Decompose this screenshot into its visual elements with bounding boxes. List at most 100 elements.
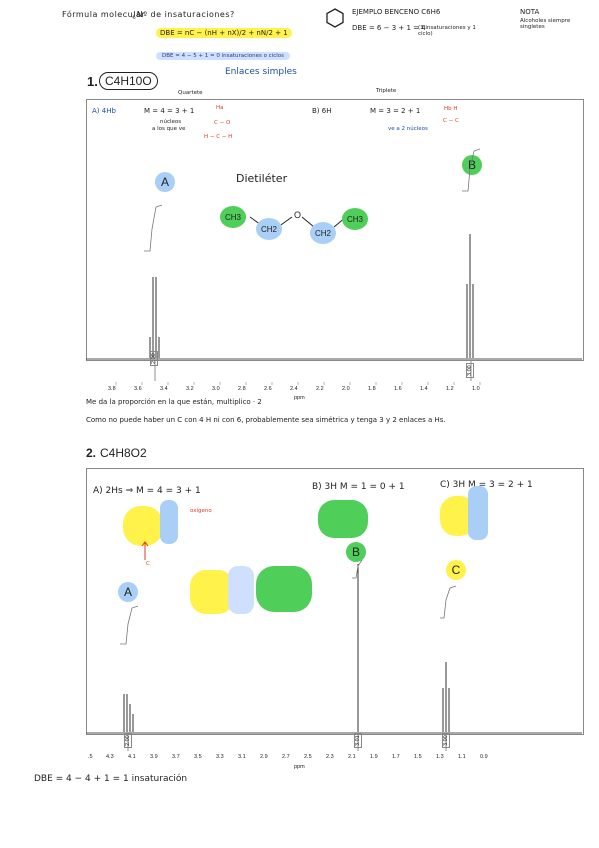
s2-c-label: C) 3H M = 3 = 2 + 1 xyxy=(440,480,533,490)
s2-integral-a: 2.00 xyxy=(124,733,132,748)
s2-integral-a xyxy=(120,605,139,645)
s1-struct-a-mid: C − O xyxy=(214,120,231,126)
s1-tick-11: 1.6 xyxy=(394,386,402,392)
s1-tick-10: 1.8 xyxy=(368,386,376,392)
quartet-label: Quartete xyxy=(178,90,203,96)
mol-ch3-right: CH3 xyxy=(342,208,368,230)
s2-tick-15: 1.5 xyxy=(414,754,422,760)
s1-tick-12: 1.4 xyxy=(420,386,428,392)
s1-note1: Me da la proporción en la que están, mul… xyxy=(86,398,262,406)
quartet-peaks xyxy=(149,277,160,358)
benzene-dbe: DBE = 6 − 3 + 1 = 4 xyxy=(352,24,426,32)
s1-a-formula: M = 4 = 3 + 1 xyxy=(144,107,195,115)
s2-oxigeno: oxígeno xyxy=(190,508,212,514)
section1-formula: C4H10O xyxy=(99,72,158,90)
s2-a-label: A) 2Hs ⇒ M = 4 = 3 + 1 xyxy=(93,486,201,496)
s2-arrow-up xyxy=(141,541,149,560)
s2-b-green-blob xyxy=(318,500,368,538)
s2-tick-9: 2.7 xyxy=(282,754,290,760)
s1-tick-0: 3.8 xyxy=(108,386,116,392)
dbe-example: DBE = 4 − 5 + 1 = 0 insaturaciones o cic… xyxy=(156,52,291,60)
s1-tick-2: 3.4 xyxy=(160,386,168,392)
enlaces-simples: Enlaces simples xyxy=(225,67,297,77)
s2-b-label: B) 3H M = 1 = 0 + 1 xyxy=(312,482,405,492)
s1-integral-right: 3.00 xyxy=(466,363,474,378)
s2-c-blue-blob xyxy=(468,486,488,540)
s1-b-note: ve a 2 núcleos xyxy=(388,126,428,132)
insaturations-question: ¿Nº de insaturaciones? xyxy=(132,10,235,19)
s2-integral-c: 3.00 xyxy=(442,733,450,748)
s2-tick-3: 3.9 xyxy=(150,754,158,760)
s2-mol-blue xyxy=(228,566,254,614)
mol-ch3-left: CH3 xyxy=(220,206,246,228)
section2-number: 2. xyxy=(86,446,97,460)
s2-c-mark: C xyxy=(146,561,150,567)
dbe-formula: DBE = nC − (nH + nX)/2 + nN/2 + 1 xyxy=(156,28,292,38)
s2-integral-c xyxy=(440,585,457,619)
s2-tick-1: 4.3 xyxy=(106,754,114,760)
section2-formula: C4H8O2 xyxy=(100,446,147,460)
s1-struct-b-mid: C − C xyxy=(443,118,459,124)
formula-label: Fórmula molecular xyxy=(62,10,146,19)
s2-tick-14: 1.7 xyxy=(392,754,400,760)
s2-tick-0: .5 xyxy=(88,754,93,760)
s1-tick-4: 3.0 xyxy=(212,386,220,392)
s1-note2: Como no puede haber un C con 4 H ni con … xyxy=(86,416,446,424)
molecule-name: Dietiléter xyxy=(236,172,288,185)
s1-axis-unit: ppm xyxy=(294,395,305,401)
s2-tick-6: 3.3 xyxy=(216,754,224,760)
s1-tick-14: 1.0 xyxy=(472,386,480,392)
s1-tick-6: 2.6 xyxy=(264,386,272,392)
s1-tick-9: 2.0 xyxy=(342,386,350,392)
benzene-dbe-note: (3 insaturaciones y 1 ciclo) xyxy=(418,25,476,37)
s1-struct-a-top: Ha xyxy=(216,105,224,111)
s2-tick-5: 3.5 xyxy=(194,754,202,760)
s2-mol-green xyxy=(256,566,312,612)
s2-tick-4: 3.7 xyxy=(172,754,180,760)
s1-tick-5: 2.8 xyxy=(238,386,246,392)
spectrum1-plot xyxy=(86,148,582,385)
benzene-example-title: EJEMPLO BENCENO C6H6 xyxy=(352,8,441,16)
s1-struct-b-top: Hb H xyxy=(444,106,458,112)
s1-tick-8: 2.2 xyxy=(316,386,324,392)
mol-ch2-left: CH2 xyxy=(256,218,282,240)
s2-a-yellow-blob xyxy=(123,506,163,546)
s2-tick-11: 2.3 xyxy=(326,754,334,760)
s2-a-blue-blob xyxy=(160,500,178,544)
spectrum2-frame xyxy=(86,468,584,735)
mol-oxygen: O xyxy=(294,210,302,220)
triplet-label: Triplete xyxy=(376,88,397,94)
benzene-icon xyxy=(326,8,344,28)
s2-integral-b xyxy=(352,559,363,579)
s2-tick-16: 1.3 xyxy=(436,754,444,760)
s1-struct-a-left: H − C − H xyxy=(204,134,233,140)
s2-quartet-peaks xyxy=(123,694,134,732)
s1-integral-left: 2.00 xyxy=(150,351,158,366)
s2-bubble-a: A xyxy=(118,582,138,602)
s2-tick-18: 0.9 xyxy=(480,754,488,760)
s2-triplet-peaks xyxy=(442,662,450,732)
nota-text: Alcoholes siempre singletes xyxy=(520,18,571,30)
s1-a-note2: a los que ve xyxy=(152,126,186,132)
s2-tick-8: 2.9 xyxy=(260,754,268,760)
s2-tick-7: 3.1 xyxy=(238,754,246,760)
mol-ch2-right: CH2 xyxy=(310,222,336,244)
integral-curve-2 xyxy=(462,148,481,192)
spectrum2-plot xyxy=(86,559,582,751)
s1-bubble-b: B xyxy=(462,155,482,175)
s1-tick-3: 3.2 xyxy=(186,386,194,392)
s2-tick-17: 1.1 xyxy=(458,754,466,760)
s1-tick-1: 3.6 xyxy=(134,386,142,392)
s2-tick-13: 1.9 xyxy=(370,754,378,760)
nota-title: NOTA xyxy=(520,8,540,16)
s2-integral-b: 3.01 xyxy=(354,733,362,748)
triplet-peaks xyxy=(466,234,474,358)
s1-bubble-a: A xyxy=(155,172,175,192)
s2-tick-2: 4.1 xyxy=(128,754,136,760)
s1-tick-13: 1.2 xyxy=(446,386,454,392)
s1-b-formula: M = 3 = 2 + 1 xyxy=(370,107,421,115)
integral-curve-1 xyxy=(144,204,163,252)
s1-a-label: A) 4Hb xyxy=(92,107,116,115)
s2-bubble-c: C xyxy=(446,560,466,580)
s2-tick-12: 2.1 xyxy=(348,754,356,760)
